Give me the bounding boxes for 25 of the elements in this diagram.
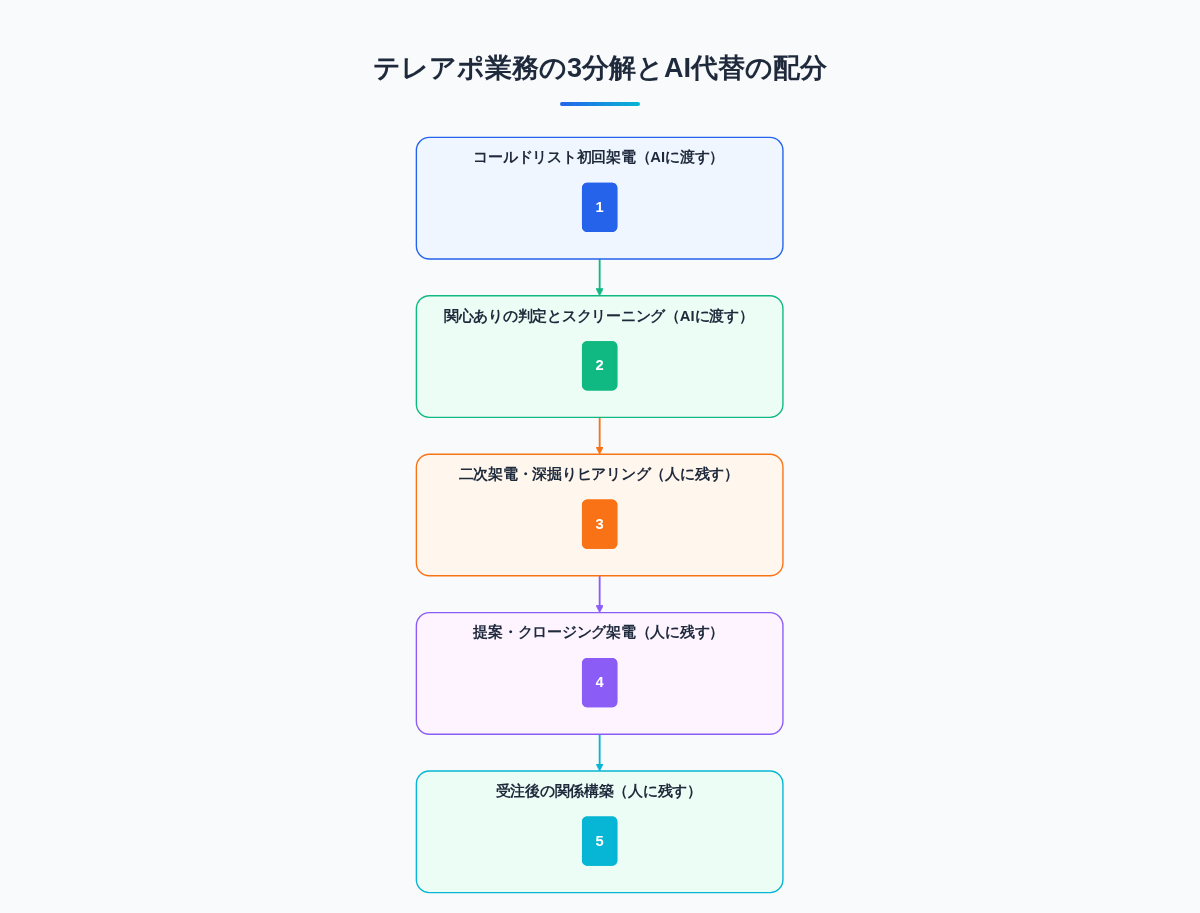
step-card xyxy=(416,295,784,419)
number-badge xyxy=(582,816,618,866)
step-number: 5 xyxy=(595,831,605,851)
arrow xyxy=(595,733,605,772)
step-title: 受注後の関係構築（人に残す） xyxy=(495,782,703,801)
step-card xyxy=(416,136,784,260)
arrow xyxy=(595,258,605,297)
step-number: 4 xyxy=(595,673,605,692)
diagram-title: テレアポ業務の3分解とAI代替の配分 xyxy=(373,52,827,85)
step-title: 二次架電・深掘りヒアリング（人に残す） xyxy=(459,465,740,484)
step-number: 3 xyxy=(595,514,605,534)
step-card xyxy=(416,770,784,894)
step-card xyxy=(416,611,784,735)
step-title: 提案・クロージング架電（人に残す） xyxy=(473,623,725,643)
number-badge xyxy=(582,341,618,391)
step-title: コールドリスト初回架電（AIに渡す） xyxy=(473,148,725,167)
step-number: 1 xyxy=(595,198,605,217)
number-badge xyxy=(582,499,618,549)
step-title: 関心ありの判定とスクリーニング（AIに渡す） xyxy=(444,306,754,326)
number-badge xyxy=(582,182,618,232)
arrow xyxy=(595,574,605,613)
arrow xyxy=(595,416,605,455)
step-card xyxy=(416,453,784,577)
number-badge xyxy=(582,657,618,708)
step-number: 2 xyxy=(595,356,605,376)
